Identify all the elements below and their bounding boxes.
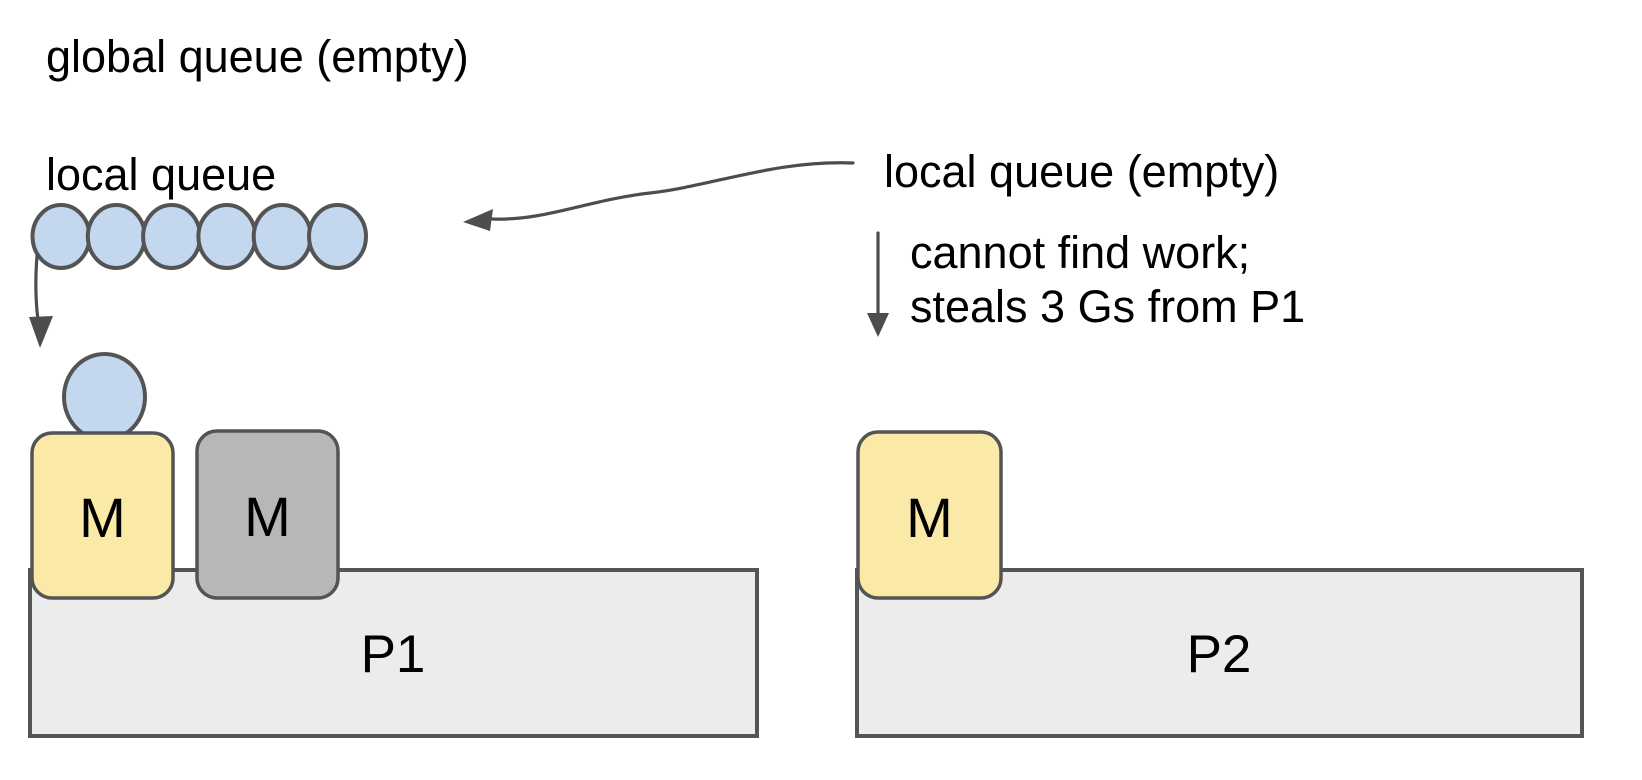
machine-m2-idle-label: M: [244, 485, 291, 548]
p2-local-queue-label: local queue (empty): [884, 146, 1279, 197]
dequeue-arrow-icon: [29, 254, 53, 348]
machine-p2-box: [856, 430, 1003, 600]
machine-p2-label: M: [906, 486, 953, 549]
cannot-find-work-arrowhead: [867, 313, 889, 337]
queued-goroutine-circle: [141, 203, 203, 270]
steal-arrowhead: [463, 209, 493, 231]
queued-goroutine-circle: [196, 203, 258, 270]
machine-m1-box: [30, 431, 175, 600]
queued-goroutine-circle: [30, 203, 92, 270]
steal-note-line1: cannot find work;: [910, 227, 1250, 278]
running-goroutine-circle: [62, 352, 147, 442]
steal-note-line2: steals 3 Gs from P1: [910, 281, 1305, 332]
processor-p1-label: P1: [361, 625, 426, 684]
global-queue-label: global queue (empty): [46, 31, 469, 82]
cannot-find-work-arrow-icon: [867, 231, 889, 337]
processor-p2-label: P2: [1187, 625, 1252, 684]
queued-goroutine-circle: [307, 203, 368, 270]
machine-m2-idle-box: [195, 429, 340, 600]
queued-goroutine-circle: [251, 203, 313, 270]
queued-goroutine-circle: [85, 203, 147, 270]
p1-local-queue-label: local queue: [46, 149, 276, 200]
local-queue-goroutines: [30, 203, 368, 270]
steal-arrow-icon: [463, 161, 855, 231]
machine-m1-label: M: [79, 486, 126, 549]
dequeue-arrowhead: [29, 316, 53, 348]
